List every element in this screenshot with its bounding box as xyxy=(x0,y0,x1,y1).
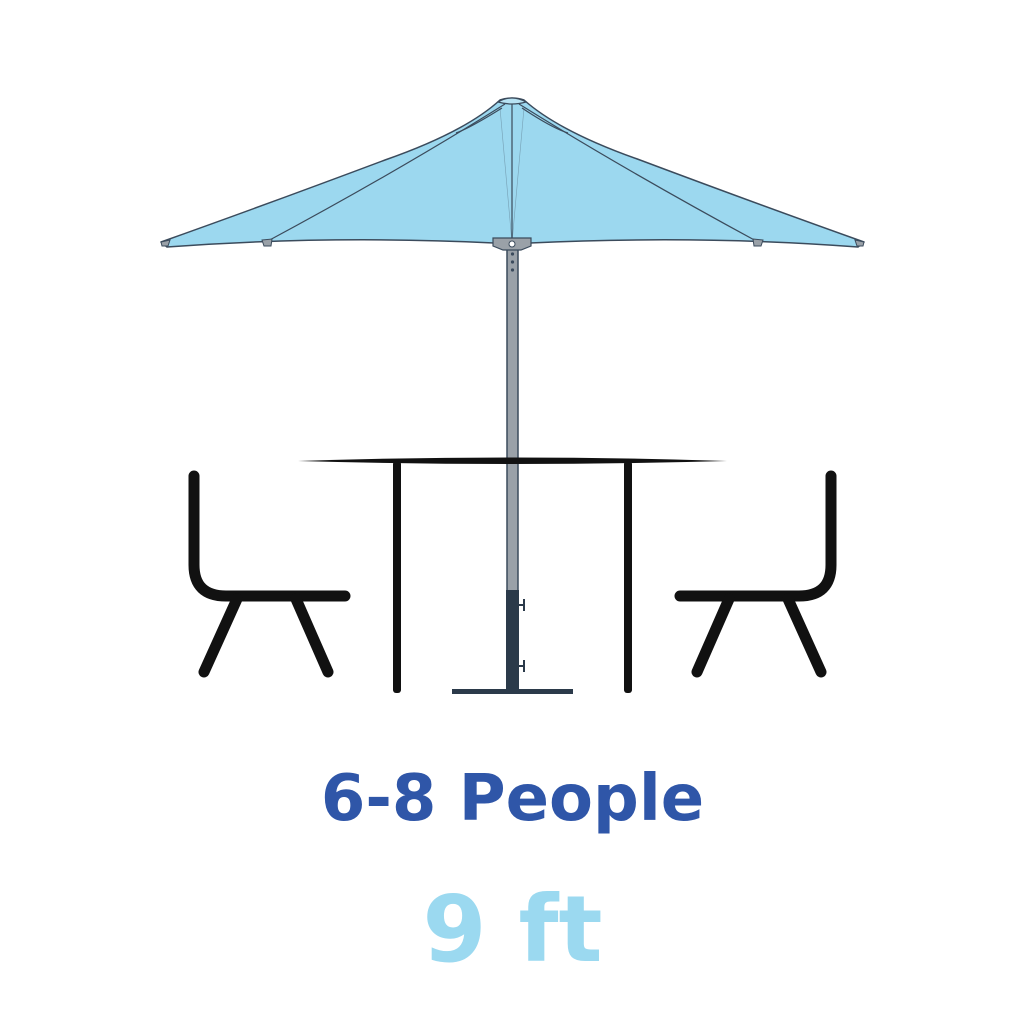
size-label: 9 ft xyxy=(422,876,603,983)
chair-left-icon xyxy=(188,470,351,678)
chair-right-icon xyxy=(674,470,837,678)
umbrella-base xyxy=(452,590,573,694)
capacity-label: 6-8 People xyxy=(320,762,705,836)
round-table-icon xyxy=(298,457,727,693)
patio-umbrella-icon xyxy=(160,97,865,251)
umbrella-pole xyxy=(506,243,519,595)
